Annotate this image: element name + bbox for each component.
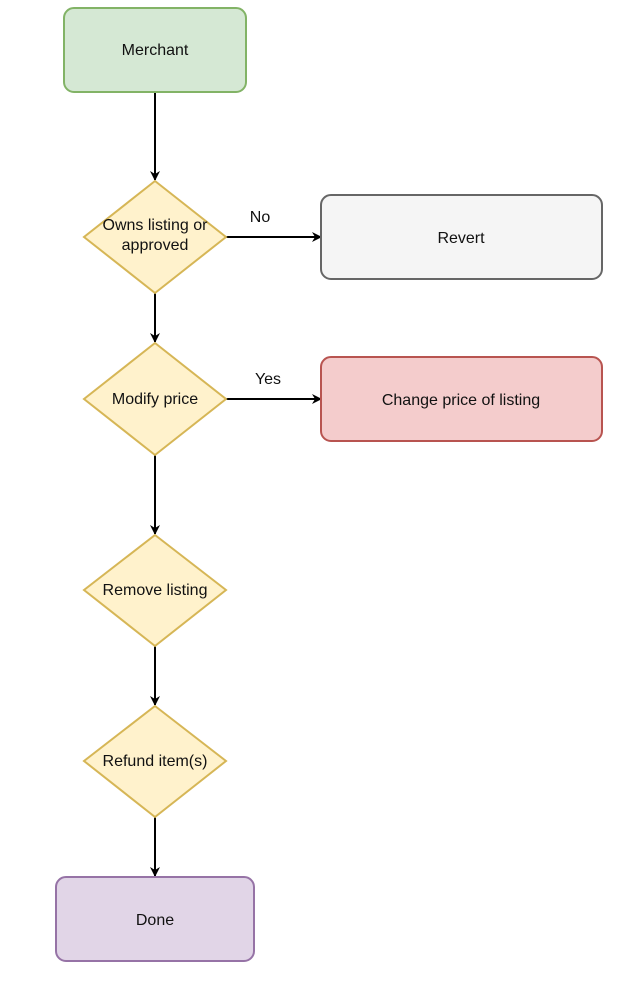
- node-merchant-label: Merchant: [122, 42, 189, 59]
- node-owns-listing-decision[interactable]: Owns listing or approved: [82, 179, 228, 295]
- node-refund-items-shape: [82, 704, 228, 819]
- node-revert-shape: [320, 194, 603, 280]
- edges: [150, 92, 322, 877]
- node-change-price-shape: [320, 356, 603, 442]
- node-revert[interactable]: Revert: [320, 194, 603, 280]
- node-remove-listing-shape: [82, 533, 228, 648]
- node-owns-listing-label-line2: approved: [122, 237, 189, 254]
- edge-label-yes: Yes: [255, 371, 281, 388]
- edge-label-no: No: [250, 209, 271, 226]
- node-refund-items-decision[interactable]: Refund item(s): [82, 704, 228, 819]
- node-done-label: Done: [136, 912, 174, 929]
- node-remove-listing-label: Remove listing: [103, 582, 208, 599]
- node-modify-price-decision[interactable]: Modify price: [82, 341, 228, 457]
- node-remove-listing-decision[interactable]: Remove listing: [82, 533, 228, 648]
- node-merchant[interactable]: Merchant: [63, 7, 247, 93]
- node-modify-price-label: Modify price: [112, 391, 198, 408]
- node-owns-listing-label-line1: Owns listing or: [103, 217, 209, 234]
- node-merchant-shape: [63, 7, 247, 93]
- node-change-price-label: Change price of listing: [382, 392, 540, 409]
- node-refund-items-label: Refund item(s): [103, 753, 208, 770]
- node-owns-listing-shape: [82, 179, 228, 295]
- node-revert-label: Revert: [437, 230, 485, 247]
- node-modify-price-shape: [82, 341, 228, 457]
- node-change-price[interactable]: Change price of listing: [320, 356, 603, 442]
- node-done-shape: [55, 876, 255, 962]
- node-done[interactable]: Done: [55, 876, 255, 962]
